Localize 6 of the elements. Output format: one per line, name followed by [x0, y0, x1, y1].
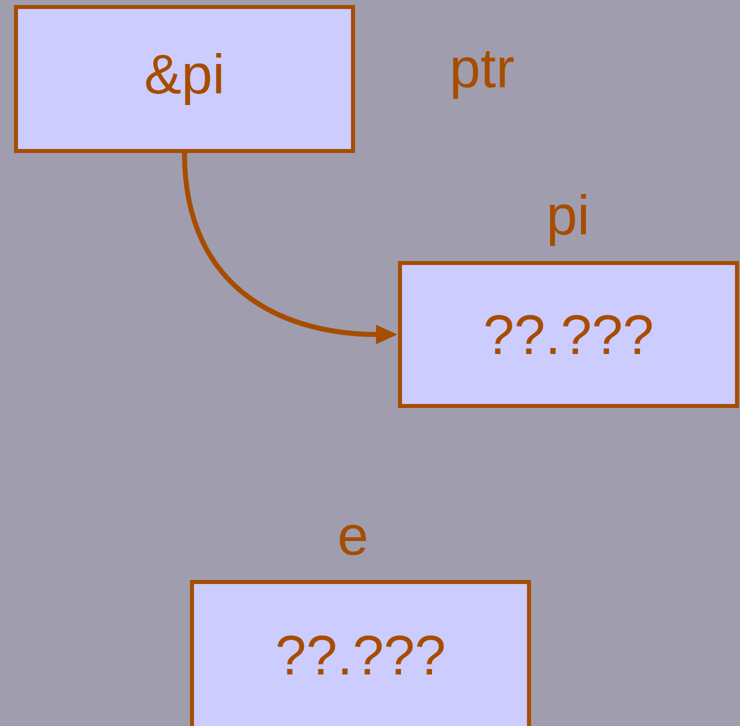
value-box: ??.???: [398, 261, 739, 408]
variable-name: ptr: [453, 51, 514, 99]
value-box: &pi: [14, 5, 355, 153]
variable-name: e: [340, 524, 366, 556]
value-box: ??.???: [190, 580, 531, 726]
variable-name: pi: [550, 194, 586, 246]
